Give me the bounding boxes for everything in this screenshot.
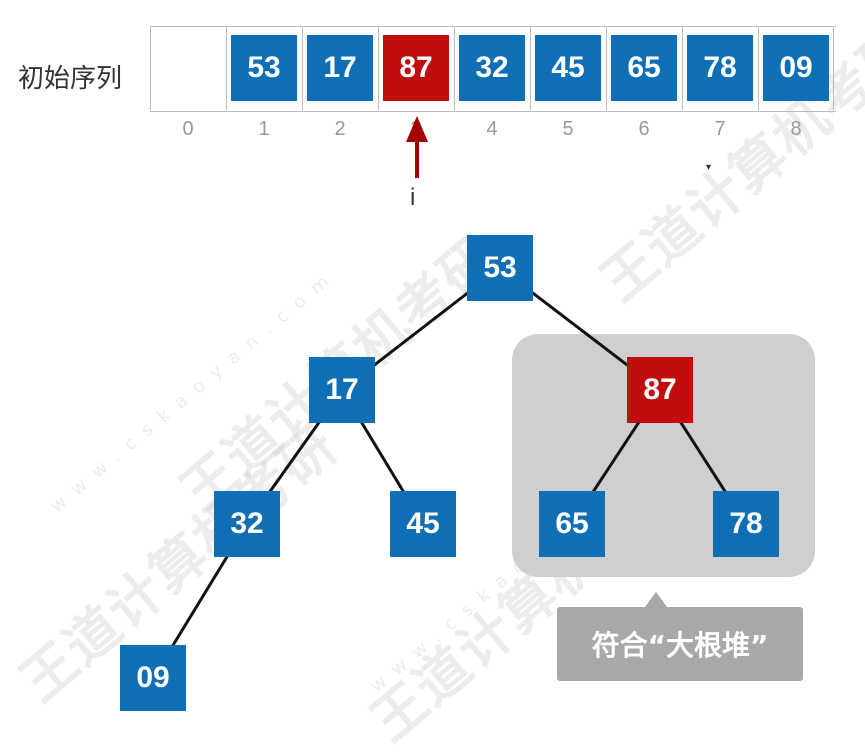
array-value: 17: [307, 35, 373, 101]
array-cell: [758, 26, 834, 110]
pointer-label: i: [410, 184, 416, 211]
array-index: 1: [258, 118, 270, 140]
array-value: 78: [687, 35, 753, 101]
array-value: 09: [763, 35, 829, 101]
tree-node: 17: [309, 357, 375, 423]
callout-bubble: 符合“大根堆”: [557, 607, 803, 681]
array-cell: [606, 26, 682, 110]
array-cell: [530, 26, 606, 110]
tree-node: 53: [467, 235, 533, 301]
tree-node: 65: [539, 491, 605, 557]
tree-node: 09: [120, 645, 186, 711]
array-value: 65: [611, 35, 677, 101]
tree-node: 45: [390, 491, 456, 557]
array-cell: [302, 26, 378, 110]
array-index: 7: [714, 118, 726, 140]
array-cell: [454, 26, 530, 110]
array-index: 8: [790, 118, 802, 140]
callout-pointer: [645, 592, 667, 607]
pointer-arrow-head: [406, 116, 428, 142]
tree-node: 87: [627, 357, 693, 423]
array-cell: [682, 26, 758, 110]
array-cell: [378, 26, 454, 110]
array-value: 53: [231, 35, 297, 101]
stray-mark: ▾: [706, 162, 712, 173]
tree-node: 32: [214, 491, 280, 557]
tree-node: 78: [713, 491, 779, 557]
array-frame: [150, 26, 836, 112]
array-index: 0: [182, 118, 194, 140]
array-index: 2: [334, 118, 346, 140]
array-value: 87: [383, 35, 449, 101]
array-index: 6: [638, 118, 650, 140]
sequence-label: 初始序列: [18, 64, 123, 94]
array-value: 32: [459, 35, 525, 101]
array-cell: [150, 26, 226, 110]
array-index: 5: [562, 118, 574, 140]
array-cell: [226, 26, 302, 110]
array-value: 45: [535, 35, 601, 101]
array-index: 4: [486, 118, 498, 140]
